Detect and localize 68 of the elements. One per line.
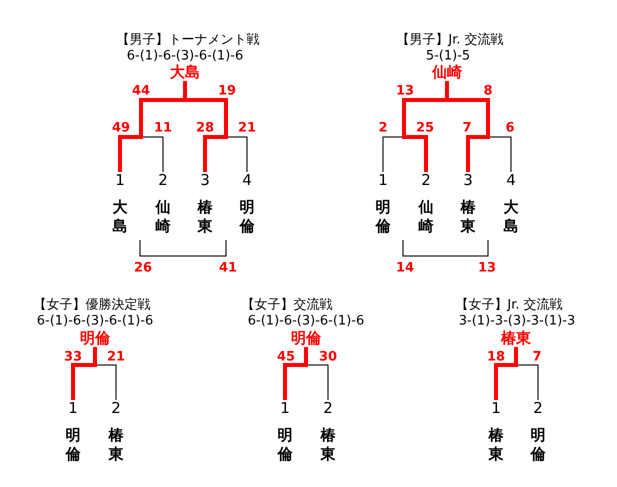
- team-name: 仙崎: [418, 198, 434, 236]
- match-format: 5-(1)-5: [426, 50, 470, 62]
- seed-number: 1: [378, 172, 388, 188]
- team-name: 椿東: [320, 426, 336, 464]
- score: 8: [483, 84, 493, 98]
- score: 14: [396, 262, 414, 274]
- score: 41: [218, 262, 238, 274]
- winner-name: 明倫: [80, 330, 110, 347]
- team-name: 椿東: [108, 426, 124, 464]
- score: 45: [276, 350, 296, 364]
- score: 30: [318, 350, 338, 364]
- block-title: 【女子】交流戦: [242, 298, 332, 312]
- team-name: 仙崎: [155, 198, 171, 236]
- match-format: 6-(1)-6-(3)-6-(1)-6: [36, 314, 154, 328]
- score: 26: [134, 262, 152, 274]
- seed-number: 1: [280, 400, 290, 416]
- score: 28: [196, 122, 214, 134]
- score: 21: [238, 122, 256, 134]
- score: 2: [378, 122, 388, 134]
- match-format: 3-(1)-3-(3)-3-(1)-3: [458, 314, 576, 328]
- score: 19: [218, 84, 236, 98]
- bracket-line: [283, 347, 308, 400]
- team-name: 大島: [112, 198, 128, 236]
- seed-number: 2: [421, 172, 431, 188]
- score: 33: [64, 350, 82, 364]
- score: 13: [478, 262, 496, 274]
- seed-number: 3: [200, 172, 210, 188]
- winner-name: 大島: [170, 64, 200, 81]
- seed-number: 1: [115, 172, 125, 188]
- score: 21: [106, 350, 126, 364]
- match-format: 6-(1)-6-(3)-6-(1)-6: [248, 314, 364, 328]
- seed-number: 2: [111, 400, 121, 416]
- winner-name: 仙崎: [432, 64, 462, 81]
- team-name: 明倫: [375, 198, 391, 236]
- team-name: 椿東: [460, 198, 476, 236]
- seed-number: 2: [323, 400, 333, 416]
- score: 44: [132, 84, 150, 98]
- block-title: 【女子】Jr. 交流戦: [455, 298, 563, 312]
- score: 18: [486, 350, 506, 364]
- block-title: 【女子】優勝決定戦: [34, 298, 150, 312]
- seed-number: 1: [491, 400, 501, 416]
- seed-number: 2: [533, 400, 543, 416]
- bracket-line: [494, 347, 518, 400]
- bracket-line: [71, 347, 97, 400]
- seed-number: 2: [158, 172, 168, 188]
- seed-number: 1: [68, 400, 78, 416]
- score: 49: [112, 122, 130, 134]
- team-name: 明倫: [530, 426, 546, 464]
- score: 13: [396, 84, 414, 98]
- winner-name: 明倫: [291, 330, 321, 347]
- team-name: 明倫: [65, 426, 81, 464]
- score: 11: [154, 122, 172, 134]
- score: 7: [462, 122, 472, 134]
- block-title: 【男子】Jr. 交流戦: [396, 34, 504, 46]
- seed-number: 4: [242, 172, 252, 188]
- seed-number: 4: [506, 172, 516, 188]
- score: 25: [416, 122, 434, 134]
- team-name: 明倫: [239, 198, 255, 236]
- team-name: 大島: [503, 198, 519, 236]
- winner-name: 椿東: [501, 330, 531, 347]
- match-format: 6-(1)-6-(3)-6-(1)-6: [126, 50, 244, 62]
- team-name: 椿東: [197, 198, 213, 236]
- score: 6: [505, 122, 515, 134]
- team-name: 明倫: [277, 426, 293, 464]
- team-name: 椿東: [488, 426, 504, 464]
- seed-number: 3: [463, 172, 473, 188]
- score: 7: [532, 350, 542, 364]
- block-title: 【男子】トーナメント戦: [116, 34, 260, 46]
